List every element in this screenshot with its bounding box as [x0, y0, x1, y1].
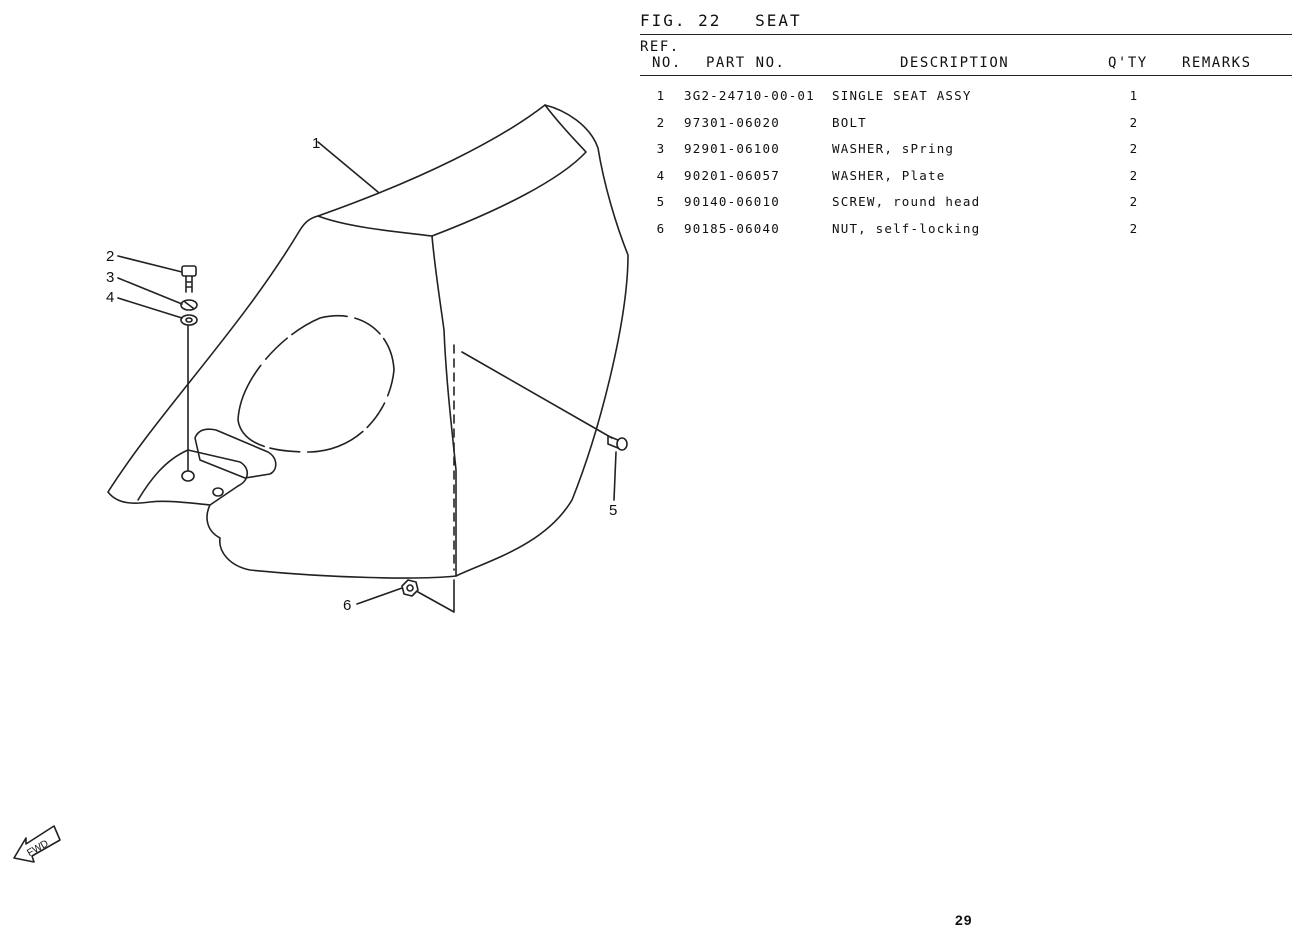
leader-3: [117, 277, 183, 305]
spring-washer-icon: [180, 299, 198, 311]
table-row: 1 3G2-24710-00-01 SINGLE SEAT ASSY 1: [640, 82, 1292, 109]
seat-bracket-slot: [194, 428, 277, 479]
callout-6: 6: [343, 597, 351, 614]
row-ref: 1: [656, 88, 666, 103]
bracket-hole: [181, 470, 195, 482]
seat-surface-area: [237, 314, 395, 453]
header-top-rule: [640, 34, 1292, 35]
seat-top-edge: [431, 104, 587, 237]
row-ref: 3: [656, 141, 666, 157]
bolt-icon: [181, 265, 197, 293]
table-row: 4 90201-06057 WASHER, Plate 2: [640, 162, 1292, 189]
header-remarks: REMARKS: [1182, 55, 1252, 71]
table-header: REF. NO. PART NO. DESCRIPTION Q'TY REMAR…: [640, 35, 1292, 75]
figure-heading: FIG. 22 SEAT: [640, 8, 1292, 34]
seat-outline: [107, 104, 629, 579]
header-ref-top: REF.: [640, 39, 680, 55]
nut-guide-line: [417, 579, 455, 613]
callout-1: 1: [312, 135, 320, 152]
header-part-no: PART NO.: [706, 55, 786, 71]
figure-title: SEAT: [755, 11, 802, 30]
header-bottom-rule: [640, 75, 1292, 76]
row-part-no: 90140-06010: [684, 194, 780, 210]
row-qty: 2: [1129, 167, 1139, 183]
parts-table-body: 1 3G2-24710-00-01 SINGLE SEAT ASSY 1 2 9…: [640, 82, 1292, 242]
figure-label: FIG. 22: [640, 11, 722, 30]
row-ref: 5: [656, 194, 666, 210]
row-description: BOLT: [832, 114, 867, 130]
header-ref-bottom: NO.: [652, 55, 682, 71]
page-number: 29: [955, 912, 973, 928]
seat-front-curve: [317, 215, 457, 577]
row-part-no: 92901-06100: [684, 141, 780, 157]
row-description: WASHER, sPring: [832, 141, 955, 157]
leader-5: [613, 451, 617, 501]
row-ref: 4: [656, 167, 666, 183]
header-description: DESCRIPTION: [900, 55, 1010, 71]
leader-1: [317, 141, 379, 193]
row-part-no: 97301-06020: [684, 114, 780, 130]
row-description: WASHER, Plate: [832, 167, 946, 183]
callout-3: 3: [106, 269, 114, 286]
callout-2: 2: [106, 248, 114, 265]
seat-bracket: [137, 449, 249, 506]
row-qty: 1: [1129, 88, 1139, 103]
row-qty: 2: [1129, 194, 1139, 210]
row-qty: 2: [1129, 220, 1139, 236]
fwd-arrow-icon: [13, 825, 61, 863]
table-row: 2 97301-06020 BOLT 2: [640, 109, 1292, 136]
row-description: NUT, self-locking: [832, 220, 981, 236]
table-row: 5 90140-06010 SCREW, round head 2: [640, 188, 1292, 215]
row-part-no: 90185-06040: [684, 220, 780, 236]
row-qty: 2: [1129, 141, 1139, 157]
nut-icon: [401, 579, 419, 597]
row-ref: 6: [656, 220, 666, 236]
header-qty: Q'TY: [1108, 55, 1148, 71]
bracket-hole-2: [212, 487, 224, 497]
parts-list-panel: FIG. 22 SEAT REF. NO. PART NO. DESCRIPTI…: [640, 8, 1292, 242]
screw-icon: [607, 435, 628, 451]
row-description: SINGLE SEAT ASSY: [832, 88, 972, 103]
row-part-no: 90201-06057: [684, 167, 780, 183]
plate-washer-icon: [180, 314, 198, 326]
leader-4: [117, 297, 183, 319]
row-qty: 2: [1129, 114, 1139, 130]
leader-6: [356, 587, 403, 605]
row-part-no: 3G2-24710-00-01: [684, 88, 815, 103]
callout-5: 5: [609, 502, 617, 519]
callout-4: 4: [106, 289, 114, 306]
leader-2: [117, 255, 183, 273]
table-row: 3 92901-06100 WASHER, sPring 2: [640, 135, 1292, 162]
row-description: SCREW, round head: [832, 194, 981, 210]
table-row: 6 90185-06040 NUT, self-locking 2: [640, 215, 1292, 242]
screw-guide-line: [461, 351, 613, 439]
row-ref: 2: [656, 114, 666, 130]
